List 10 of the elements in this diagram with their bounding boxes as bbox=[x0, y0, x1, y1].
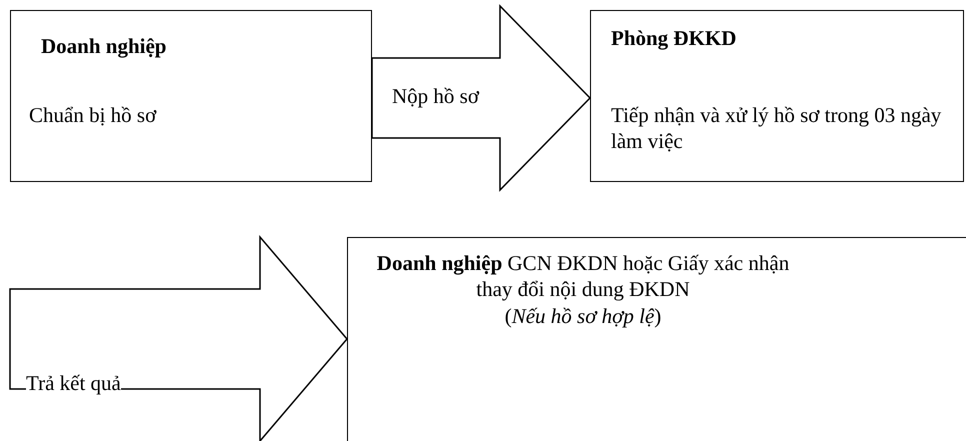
box-text: (Nếu hồ sơ hợp lệ) bbox=[504, 303, 662, 330]
box-heading: Doanh nghiệp GCN ĐKDN hoặc Giấy xác nhận thay đổi nội dung ĐKDN bbox=[376, 250, 790, 302]
box-text: Chuẩn bị hồ sơ bbox=[29, 102, 158, 128]
process-box bbox=[347, 237, 966, 441]
box-text: Tiếp nhận và xử lý hồ sơ trong 03 ngày làm việc bbox=[611, 102, 942, 154]
box-heading: Phòng ĐKKD bbox=[611, 25, 738, 52]
box-heading: Doanh nghiệp bbox=[41, 33, 168, 60]
process-box bbox=[590, 10, 964, 182]
block-arrow bbox=[9, 234, 348, 441]
process-box bbox=[10, 10, 372, 182]
